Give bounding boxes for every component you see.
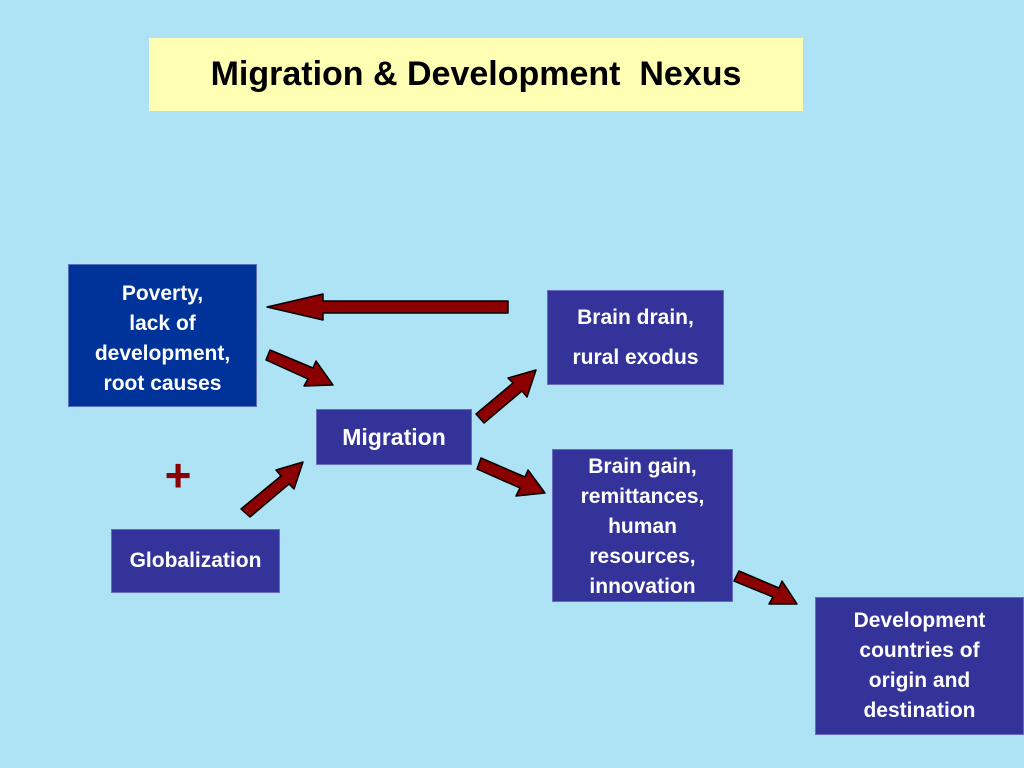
node-brain-drain-line: rural exodus [572,346,699,369]
node-poverty: Poverty, lack of development, root cause… [68,264,257,407]
arrow-globalization-to-migration [240,461,304,518]
arrow-brain-gain-to-development [733,570,798,605]
node-migration-label: Migration [342,424,446,450]
node-development-line: destination [863,699,976,722]
node-development: Development countries of origin and dest… [815,597,1024,735]
node-brain-gain-line: resources, [589,545,696,568]
node-poverty-line: root causes [103,372,222,395]
node-migration: Migration [316,409,472,465]
arrow-brain-drain-to-poverty [266,293,509,321]
node-brain-drain: Brain drain, rural exodus [547,290,724,385]
node-globalization: Globalization [111,529,280,593]
node-brain-gain: Brain gain, remittances, human resources… [552,449,733,602]
page-title: Migration & Development Nexus [149,38,803,111]
node-development-line: Development [853,609,986,632]
node-poverty-line: Poverty, [121,282,204,305]
node-brain-drain-line: Brain drain, [577,306,694,329]
arrow-poverty-to-migration [265,349,334,387]
plus-sign: + [164,449,192,501]
arrow-migration-to-brain-drain [475,369,537,424]
node-poverty-line: development, [94,342,231,365]
node-development-line: countries of [859,639,980,662]
node-poverty-line: lack of [129,312,196,335]
node-brain-gain-line: innovation [589,575,696,598]
arrow-migration-to-brain-gain [476,457,546,497]
node-development-line: origin and [868,669,971,692]
node-brain-gain-line: remittances, [580,485,705,508]
node-brain-gain-line: Brain gain, [588,455,697,478]
node-globalization-label: Globalization [129,549,262,572]
node-brain-gain-line: human [608,515,677,538]
